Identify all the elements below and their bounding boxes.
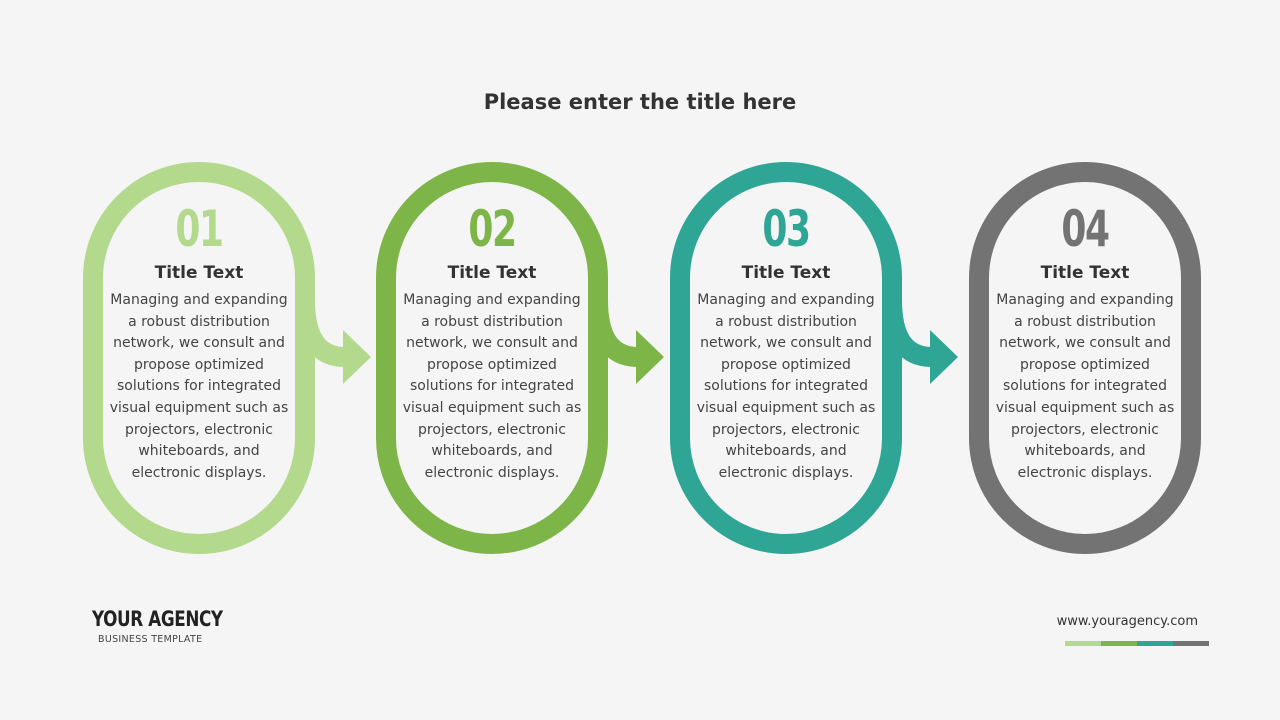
step-description: Managing and expanding a robust distribu… bbox=[696, 292, 876, 481]
connector-arrow-3 bbox=[882, 299, 936, 367]
page-title: Please enter the title here bbox=[483, 90, 797, 114]
step-capsule-2 bbox=[376, 162, 608, 554]
step-description: Managing and expanding a robust distribu… bbox=[109, 292, 289, 481]
color-bar-segment bbox=[1101, 641, 1137, 646]
step-description: Managing and expanding a robust distribu… bbox=[995, 292, 1175, 481]
step-description: Managing and expanding a robust distribu… bbox=[402, 292, 582, 481]
connector-arrowhead-3 bbox=[930, 330, 958, 384]
step-number: 04 bbox=[1061, 200, 1110, 258]
color-bar-segment bbox=[1137, 641, 1173, 646]
step-title: Title Text bbox=[447, 263, 537, 283]
website-link[interactable]: www.youragency.com bbox=[1056, 614, 1198, 629]
brand-name: YOUR AGENCY bbox=[92, 607, 223, 631]
connector-arrowhead-1 bbox=[343, 330, 371, 384]
step-capsule-1 bbox=[83, 162, 315, 554]
step-title: Title Text bbox=[1040, 263, 1130, 283]
step-number: 01 bbox=[175, 200, 224, 258]
connector-arrowhead-2 bbox=[636, 330, 664, 384]
color-bar bbox=[1065, 641, 1209, 646]
step-title: Title Text bbox=[154, 263, 244, 283]
brand-subtitle: BUSINESS TEMPLATE bbox=[98, 634, 203, 645]
connector-arrow-2 bbox=[588, 299, 642, 367]
color-bar-segment bbox=[1173, 641, 1209, 646]
connector-arrow-1 bbox=[295, 299, 349, 367]
step-title: Title Text bbox=[741, 263, 831, 283]
step-capsule-3 bbox=[670, 162, 902, 554]
step-capsule-4 bbox=[969, 162, 1201, 554]
step-number: 03 bbox=[762, 200, 811, 258]
color-bar-segment bbox=[1065, 641, 1101, 646]
brand-logo: YOUR AGENCY BUSINESS TEMPLATE bbox=[92, 606, 255, 645]
step-number: 02 bbox=[468, 200, 517, 258]
